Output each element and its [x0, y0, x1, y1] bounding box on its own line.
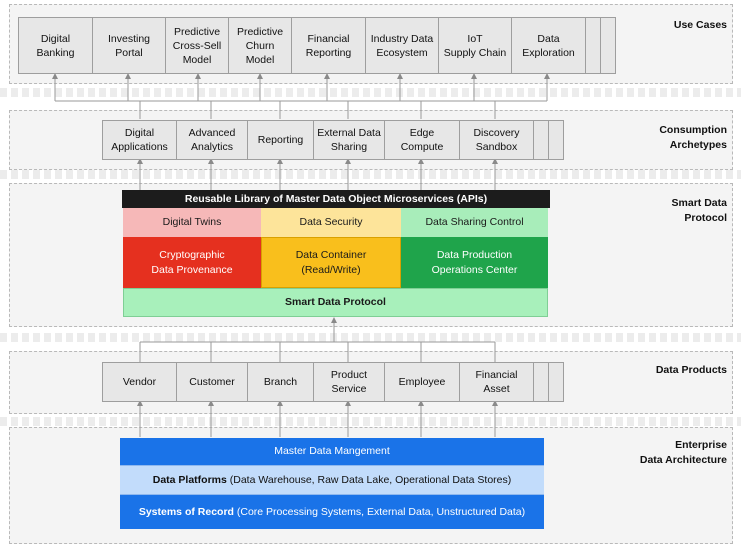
systems-of-record-bar[interactable]: Systems of Record (Core Processing Syste…	[120, 495, 544, 529]
archetype-reporting[interactable]: Reporting	[247, 120, 314, 160]
data-products-label: Data Products	[655, 364, 727, 376]
use-case-industry-data-ecosystem[interactable]: Industry Data Ecosystem	[365, 17, 439, 74]
band-divider	[0, 333, 741, 342]
data-product-customer[interactable]: Customer	[176, 362, 248, 402]
microservices-library-bar[interactable]: Reusable Library of Master Data Object M…	[122, 190, 550, 208]
archetype-advanced-analytics[interactable]: Advanced Analytics	[176, 120, 248, 160]
archetype-stub	[548, 120, 564, 160]
use-case-predictive-churn-model[interactable]: Predictive Churn Model	[228, 17, 292, 74]
data-product-stub	[548, 362, 564, 402]
enterprise-data-architecture-label: Enterprise Data Architecture	[639, 439, 727, 466]
use-case-data-exploration[interactable]: Data Exploration	[511, 17, 586, 74]
smart-data-protocol-label: Smart Data Protocol	[671, 197, 727, 224]
data-container-block[interactable]: Data Container (Read/Write)	[261, 237, 401, 288]
systems-of-record-title: Systems of Record	[138, 505, 234, 518]
data-platforms-title: Data Platforms	[152, 473, 227, 486]
data-product-branch[interactable]: Branch	[247, 362, 314, 402]
master-data-management-bar[interactable]: Master Data Mangement	[120, 438, 544, 465]
data-sharing-control-block[interactable]: Data Sharing Control	[401, 208, 548, 237]
archetype-edge-compute[interactable]: Edge Compute	[384, 120, 460, 160]
use-case-financial-reporting[interactable]: Financial Reporting	[291, 17, 366, 74]
data-production-operations-center-block[interactable]: Data Production Operations Center	[401, 237, 548, 288]
archetype-external-data-sharing[interactable]: External Data Sharing	[313, 120, 385, 160]
consumption-archetypes-label: Consumption Archetypes	[659, 124, 727, 151]
data-security-block[interactable]: Data Security	[261, 208, 401, 237]
data-product-employee[interactable]: Employee	[384, 362, 460, 402]
band-divider	[0, 170, 741, 179]
data-platforms-bar[interactable]: Data Platforms (Data Warehouse, Raw Data…	[120, 465, 544, 495]
data-product-financial-asset[interactable]: Financial Asset	[459, 362, 534, 402]
archetype-discovery-sandbox[interactable]: Discovery Sandbox	[459, 120, 534, 160]
digital-twins-block[interactable]: Digital Twins	[123, 208, 261, 237]
data-product-vendor[interactable]: Vendor	[102, 362, 177, 402]
use-case-iot-supply-chain[interactable]: IoT Supply Chain	[438, 17, 512, 74]
systems-of-record-detail: (Core Processing Systems, External Data,…	[233, 505, 526, 518]
use-case-digital-banking[interactable]: Digital Banking	[18, 17, 93, 74]
use-cases-label: Use Cases	[673, 19, 727, 31]
archetype-digital-applications[interactable]: Digital Applications	[102, 120, 177, 160]
data-product-product-service[interactable]: Product Service	[313, 362, 385, 402]
data-platforms-detail: (Data Warehouse, Raw Data Lake, Operatio…	[226, 473, 512, 486]
use-case-investing-portal[interactable]: Investing Portal	[92, 17, 166, 74]
use-case-predictive-cross-sell-model[interactable]: Predictive Cross-Sell Model	[165, 17, 229, 74]
band-divider	[0, 417, 741, 426]
use-case-stub	[585, 17, 601, 74]
data-product-stub	[533, 362, 549, 402]
cryptographic-data-provenance-block[interactable]: Cryptographic Data Provenance	[123, 237, 261, 288]
smart-data-protocol-bar[interactable]: Smart Data Protocol	[123, 288, 548, 317]
use-case-stub	[600, 17, 616, 74]
band-divider	[0, 88, 741, 97]
archetype-stub	[533, 120, 549, 160]
